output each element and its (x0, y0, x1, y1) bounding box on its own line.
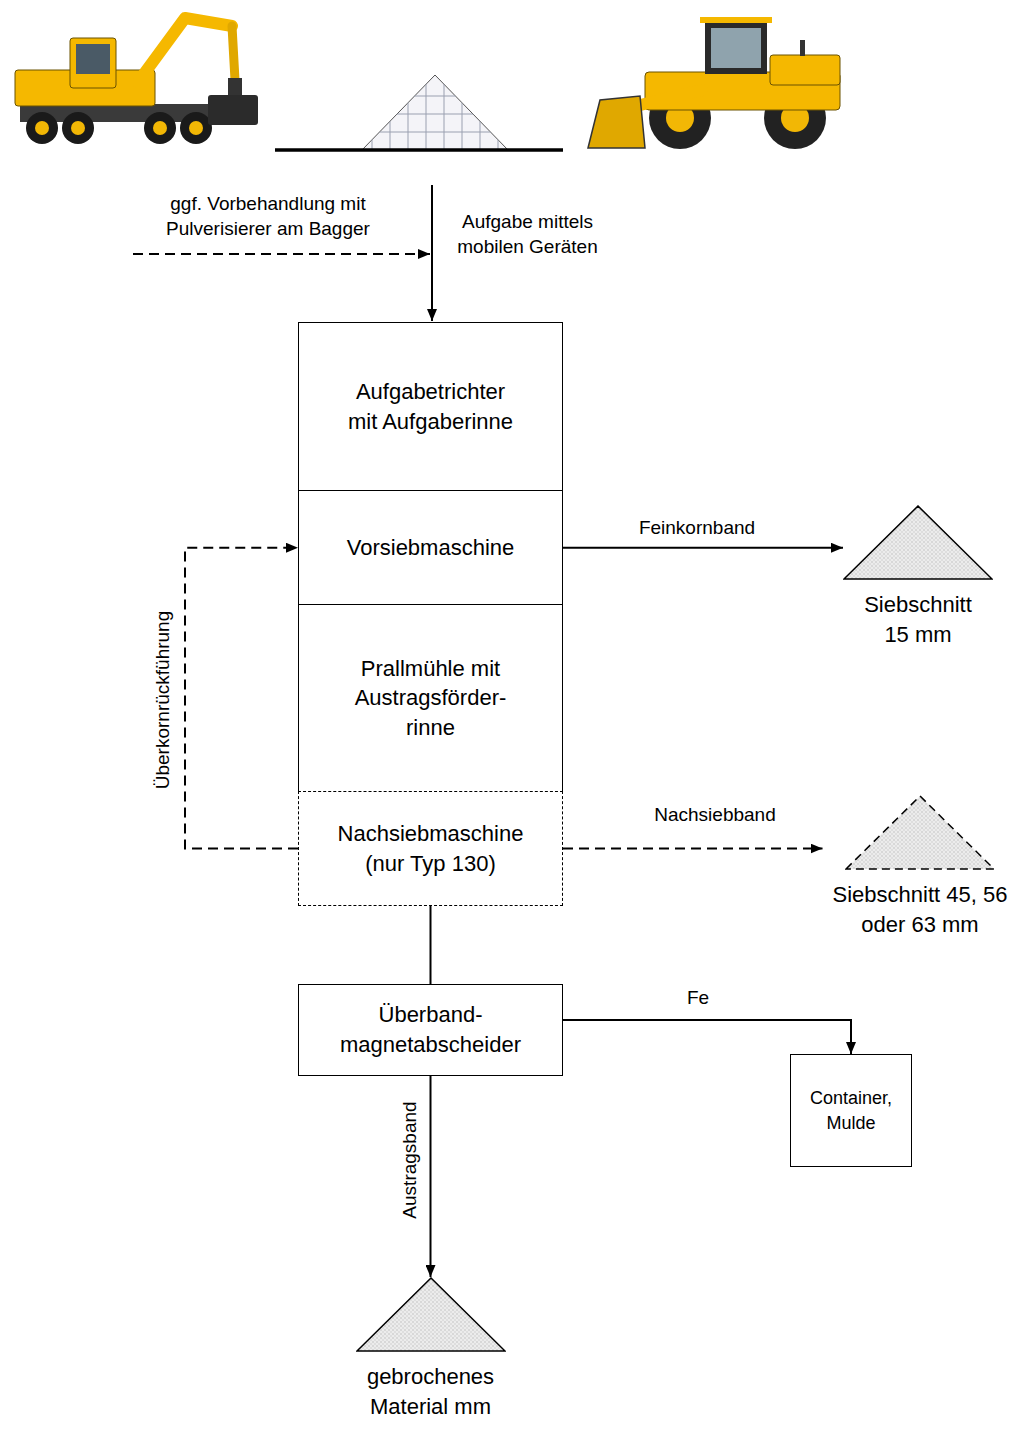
excavator-picture (15, 18, 258, 144)
node-text: Siebschnitt 15 mm (856, 590, 981, 649)
process-box: Vorsiebmaschine (298, 490, 563, 606)
flow-connector (563, 848, 823, 850)
node-text: Vorsiebmaschine (347, 533, 515, 563)
wheel-loader-picture (588, 17, 840, 149)
connector-label: Nachsiebband (651, 804, 778, 827)
stockpile-node: Siebschnitt 15 mm (843, 505, 993, 649)
stockpile-shape (843, 505, 993, 580)
stockpile-outline (844, 506, 992, 579)
stockpile-outline (846, 796, 994, 869)
connector-label: Fe (684, 987, 712, 1010)
stockpile-shape (356, 1277, 506, 1352)
process-box: Überband- magnetabscheider (298, 984, 563, 1076)
connector-label: Überkornrückführung (152, 608, 175, 792)
process-box: Aufgabetrichter mit Aufgaberinne (298, 322, 563, 492)
flow-connector (430, 1076, 432, 1277)
flow-connector (185, 548, 298, 849)
feed-arrows (133, 185, 432, 321)
process-box: Container, Mulde (790, 1054, 912, 1167)
node-text: Aufgabetrichter mit Aufgaberinne (342, 377, 520, 436)
node-text: Überband- magnetabscheider (336, 1000, 526, 1059)
stockpile-node: gebrochenes Material mm (356, 1277, 506, 1421)
node-text: gebrochenes Material mm (361, 1362, 501, 1421)
stockpile-shape (845, 795, 995, 870)
stockpile-picture (275, 70, 563, 150)
node-text: Container, Mulde (801, 1086, 901, 1135)
connector-label: Feinkornband (636, 517, 758, 540)
process-box: Prallmühle mit Austragsförder- rinne (298, 604, 563, 793)
note-label: ggf. Vorbehandlung mit Pulverisierer am … (148, 192, 388, 241)
node-text: Siebschnitt 45, 56 oder 63 mm (823, 880, 1018, 939)
flow-connector (430, 906, 432, 984)
node-text: Prallmühle mit Austragsförder- rinne (341, 654, 521, 743)
note-label: Aufgabe mittels mobilen Geräten (440, 210, 615, 259)
stockpile-outline (357, 1278, 505, 1351)
stockpile-node: Siebschnitt 45, 56 oder 63 mm (823, 795, 1018, 939)
process-box: Nachsiebmaschine (nur Typ 130) (298, 791, 563, 906)
flow-connector (563, 1020, 851, 1054)
flow-connector (563, 547, 843, 549)
connector-label: Austragsband (399, 1098, 422, 1221)
node-text: Nachsiebmaschine (nur Typ 130) (331, 819, 531, 878)
